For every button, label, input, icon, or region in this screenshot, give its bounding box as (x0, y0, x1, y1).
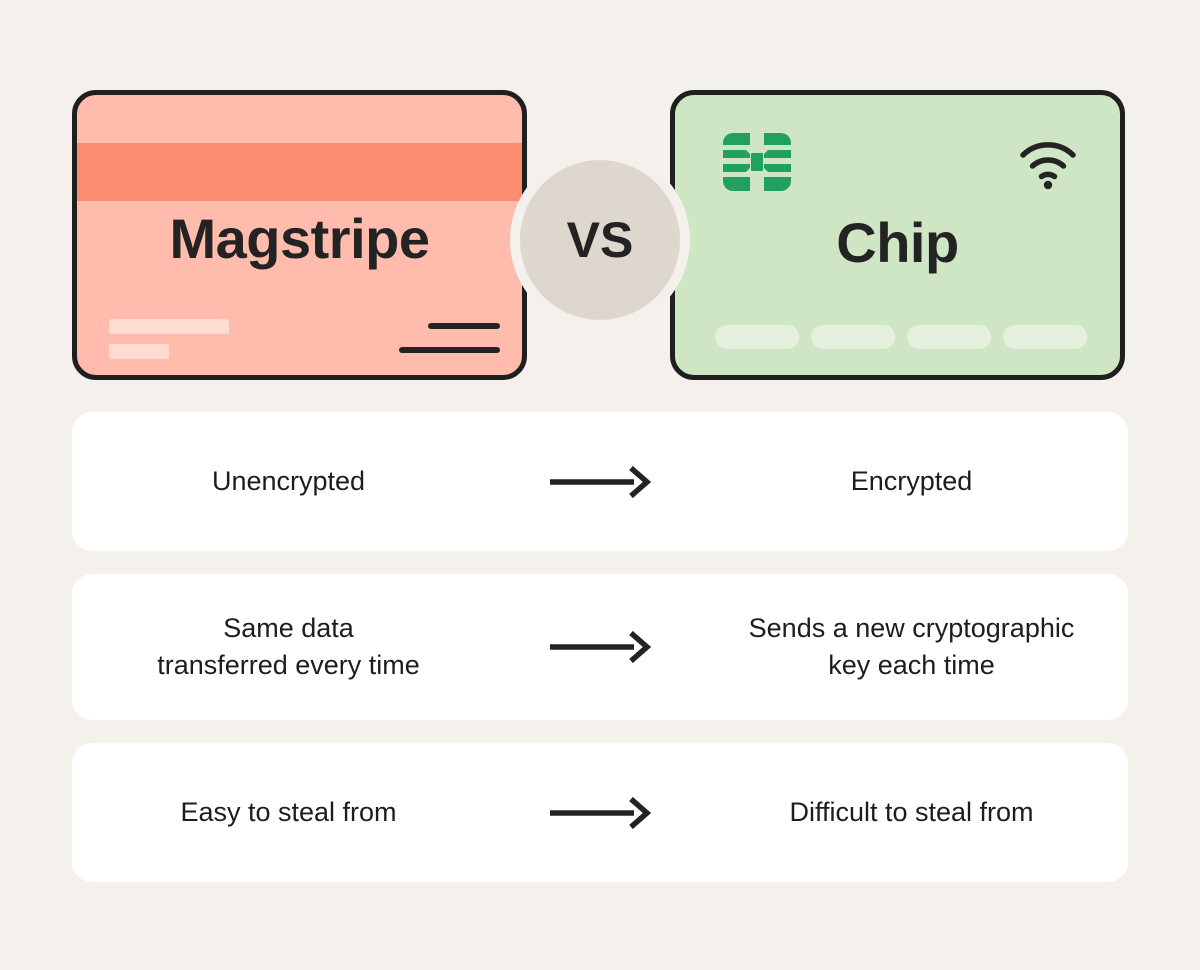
magstripe-card-title: Magstripe (169, 207, 431, 270)
arrow-right-icon (505, 465, 695, 499)
magstripe-signature-line-2 (399, 347, 500, 353)
magstripe-signature-line-1 (428, 323, 500, 329)
chip-card-number-pill-1 (715, 325, 799, 349)
emv-chip-icon (721, 133, 793, 191)
chip-card-title: Chip (836, 211, 959, 274)
comparison-row: Unencrypted Encrypted (72, 412, 1128, 551)
magstripe-card: Magstripe (72, 90, 527, 380)
contactless-icon (1014, 133, 1082, 191)
comparison-row-right-text: Difficult to steal from (789, 796, 1034, 827)
arrow-right-icon (505, 796, 695, 830)
magstripe-placeholder-bar-1 (109, 319, 229, 334)
comparison-row: Easy to steal from Difficult to steal fr… (72, 743, 1128, 882)
comparison-row-left-text: Unencrypted (211, 465, 366, 496)
chip-card-number-pill-2 (811, 325, 895, 349)
chip-card: Chip (670, 90, 1125, 380)
chip-card-number-pill-3 (907, 325, 991, 349)
vs-badge: VS (510, 150, 690, 330)
magstripe-placeholder-bar-2 (109, 344, 169, 359)
comparison-row-right-text: Encrypted (850, 465, 973, 496)
chip-card-number-pill-4 (1003, 325, 1087, 349)
cards-comparison-header: Magstripe (0, 0, 1200, 400)
magnetic-stripe-band (77, 143, 522, 201)
arrow-right-icon (505, 630, 695, 664)
comparison-row-left-text: Easy to steal from (180, 796, 397, 827)
vs-label: VS (566, 212, 634, 268)
